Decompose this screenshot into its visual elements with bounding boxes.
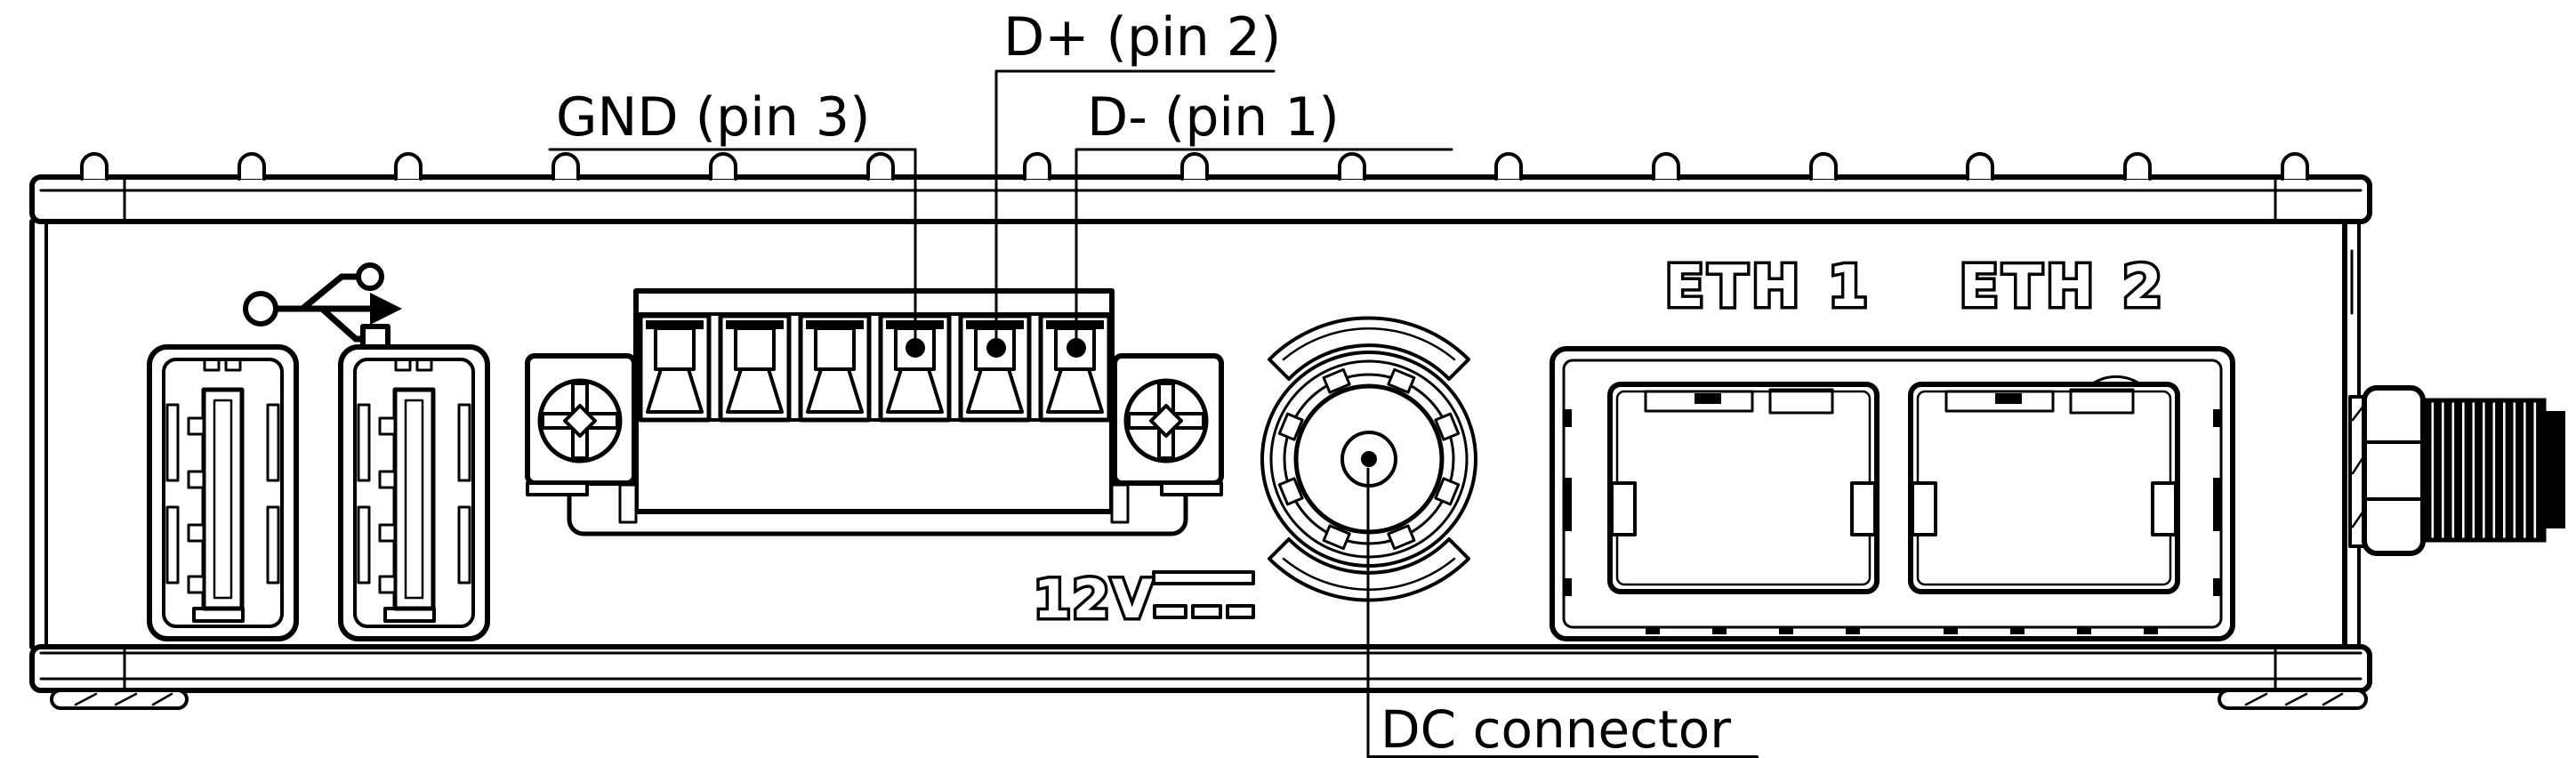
dc-locking-wing-top bbox=[1268, 316, 1470, 381]
ethernet-section: ETH 1 ETH 2 bbox=[1550, 252, 2235, 641]
dc-connector bbox=[1260, 316, 1477, 602]
callout-d-minus: D- (pin 1) bbox=[1067, 86, 1453, 358]
d-minus-label: D- (pin 1) bbox=[1087, 86, 1340, 149]
callout-dc-connector: DC connector bbox=[1366, 467, 1759, 758]
eth2-label: ETH 2 bbox=[1960, 254, 2167, 320]
usb-icon bbox=[243, 262, 402, 354]
usb-section bbox=[149, 262, 487, 639]
usb-port-1 bbox=[149, 347, 296, 639]
rubber-foot-right bbox=[2218, 689, 2368, 710]
chassis bbox=[29, 152, 2372, 710]
eth2-port bbox=[1911, 384, 2178, 592]
top-screw-bosses bbox=[80, 152, 2309, 181]
callout-d-plus: D+ (pin 2) bbox=[986, 6, 1281, 358]
power-marking: 12V bbox=[1031, 566, 1255, 634]
antenna-tip bbox=[2542, 411, 2565, 528]
antenna-threaded-barrel bbox=[2420, 398, 2547, 543]
frame-bottom-ticks bbox=[1646, 628, 2158, 634]
callouts: GND (pin 3) D+ (pin 2) D- (pin 1) DC con… bbox=[548, 6, 1759, 758]
antenna-hex-nut bbox=[2362, 385, 2426, 556]
phillips-screw-icon bbox=[1126, 381, 1206, 461]
dc-current-symbol-icon bbox=[1152, 570, 1255, 619]
rubber-foot-left bbox=[50, 689, 189, 710]
gnd-label: GND (pin 3) bbox=[556, 86, 871, 149]
eth1-port bbox=[1610, 384, 1877, 592]
antenna-connector bbox=[2348, 385, 2565, 556]
chassis-top-rail bbox=[29, 174, 2372, 224]
eth1-label: ETH 1 bbox=[1665, 254, 1872, 320]
dc-locking-wing-bottom bbox=[1268, 537, 1470, 602]
terminal-block bbox=[525, 288, 1224, 536]
terminal-body bbox=[633, 288, 1115, 514]
phillips-screw-icon bbox=[540, 381, 620, 461]
voltage-label: 12V bbox=[1034, 568, 1155, 631]
d-plus-label: D+ (pin 2) bbox=[1003, 6, 1281, 69]
callout-gnd: GND (pin 3) bbox=[548, 86, 925, 358]
dc-center-pin bbox=[1361, 451, 1377, 467]
usb-port-2 bbox=[341, 347, 487, 639]
dc-connector-label: DC connector bbox=[1381, 699, 1731, 758]
